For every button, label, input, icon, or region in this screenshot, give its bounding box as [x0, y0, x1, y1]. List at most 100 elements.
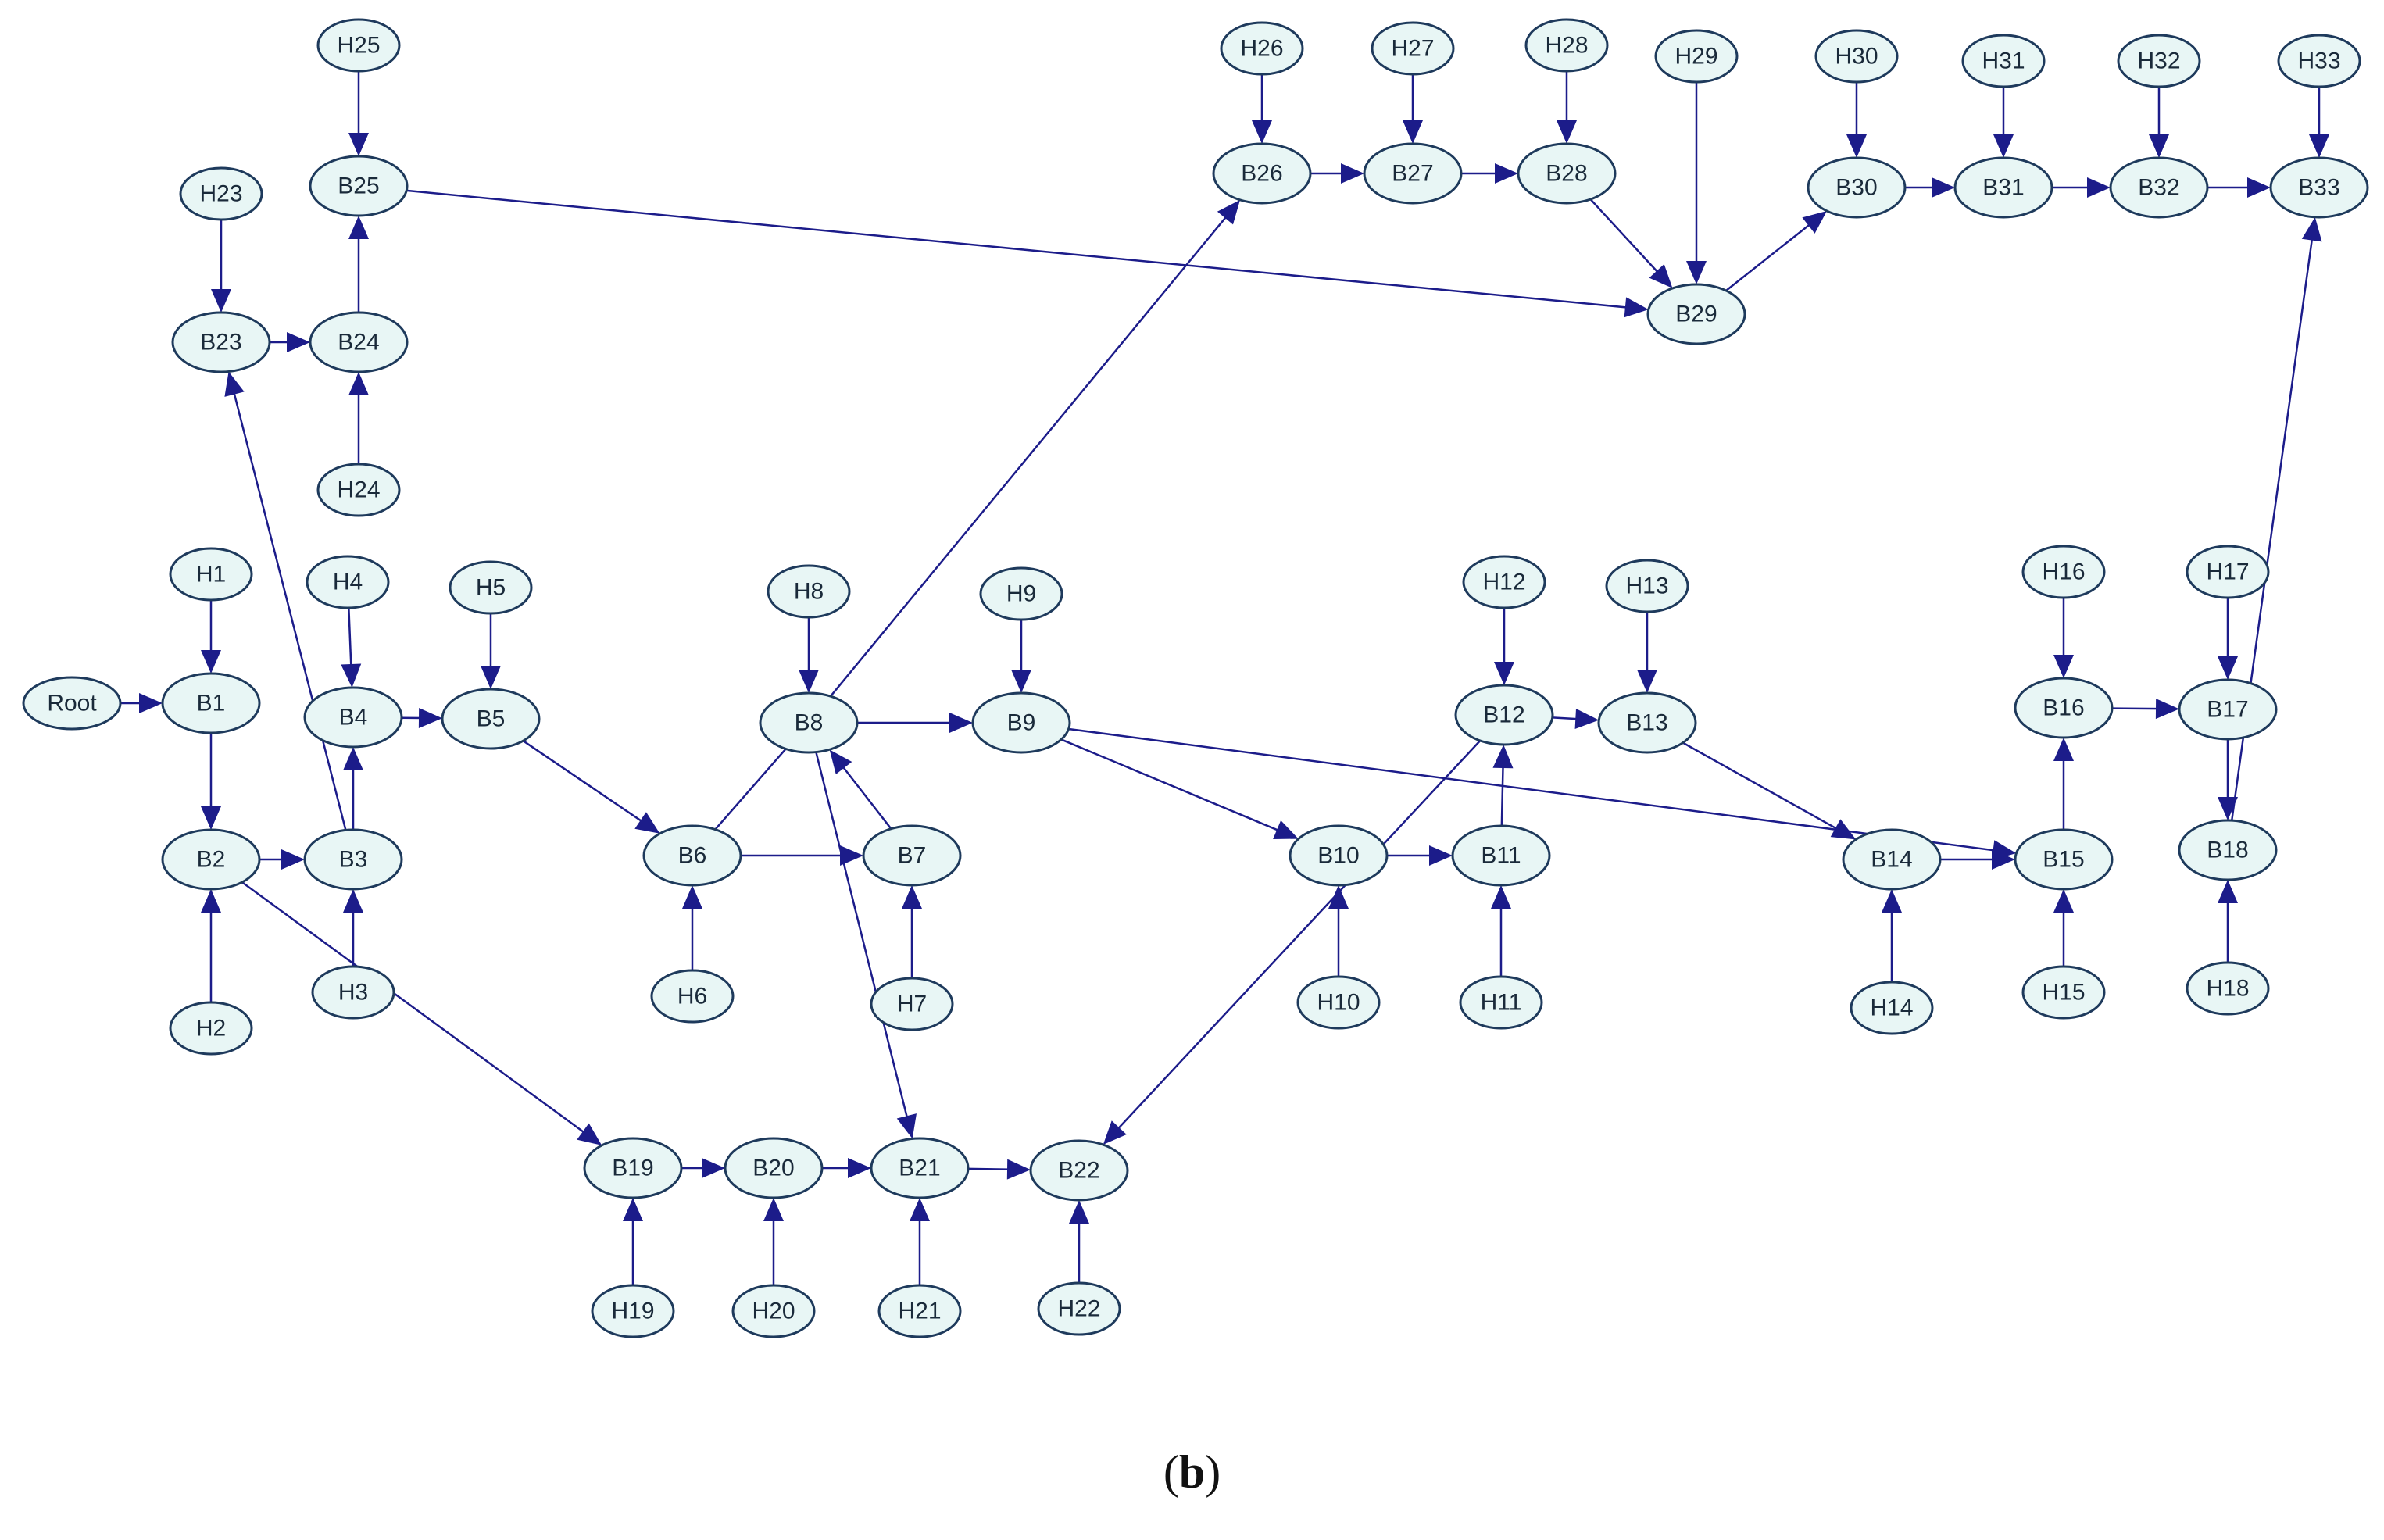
- node-label: H25: [337, 33, 380, 59]
- arrowhead-icon: [902, 885, 922, 909]
- arrowhead-icon: [577, 1123, 602, 1145]
- node-label: H28: [1545, 33, 1588, 59]
- node-label: H11: [1481, 990, 1522, 1016]
- node-label: H17: [2206, 559, 2249, 585]
- edge-b12-b13: [1552, 709, 1599, 729]
- edge-b8-b26: [830, 199, 1241, 697]
- node-b7: B7: [862, 824, 962, 887]
- edge-h2-b2: [201, 889, 221, 1002]
- node-ellipse: [877, 1284, 962, 1338]
- arrowhead-icon: [418, 707, 443, 728]
- node-label: H5: [476, 575, 506, 601]
- edge-line: [830, 213, 1229, 697]
- node-h19: H19: [591, 1284, 675, 1338]
- node-label: B8: [795, 710, 824, 736]
- arrowhead-icon: [1217, 199, 1241, 225]
- node-label: H31: [1982, 48, 2025, 74]
- node-ellipse: [2014, 677, 2114, 739]
- node-ellipse: [316, 463, 401, 517]
- node-label: B3: [339, 847, 368, 873]
- node-label: H8: [794, 579, 824, 605]
- edge-b6-b7: [741, 845, 863, 866]
- node-label: B28: [1546, 161, 1587, 187]
- edge-b21-b22: [967, 1159, 1031, 1180]
- node-h7: H7: [870, 977, 954, 1031]
- edge-b31-b32: [2052, 177, 2111, 198]
- edge-root-b1: [120, 693, 163, 713]
- arrowhead-icon: [623, 1198, 643, 1221]
- node-label: H33: [2297, 48, 2340, 74]
- arrowhead-icon: [1069, 1200, 1089, 1224]
- node-h4: H4: [306, 555, 390, 609]
- node-b4: B4: [303, 686, 403, 749]
- node-ellipse: [979, 566, 1063, 621]
- node-label: B12: [1483, 702, 1524, 728]
- node-ellipse: [161, 672, 261, 734]
- edge-h6-b6: [682, 885, 702, 970]
- arrowhead-icon: [2053, 655, 2074, 678]
- arrowhead-icon: [2053, 738, 2074, 761]
- edge-b24-b25: [348, 216, 369, 313]
- arrowhead-icon: [341, 663, 362, 688]
- node-ellipse: [449, 560, 533, 615]
- edge-h12-b12: [1494, 608, 1514, 685]
- node-b10: B10: [1289, 824, 1389, 887]
- edge-b27-b28: [1461, 163, 1518, 184]
- node-label: B13: [1626, 710, 1667, 736]
- node-ellipse: [971, 691, 1071, 754]
- node-label: B10: [1317, 843, 1359, 869]
- arrowhead-icon: [1557, 120, 1577, 144]
- arrowhead-icon: [2087, 177, 2111, 198]
- arrowhead-icon: [224, 371, 245, 397]
- arrowhead-icon: [1252, 120, 1272, 144]
- arrowhead-icon: [763, 1198, 784, 1221]
- node-ellipse: [306, 555, 390, 609]
- node-ellipse: [303, 828, 403, 891]
- edge-h25-b25: [348, 71, 369, 156]
- node-ellipse: [1807, 156, 1907, 219]
- node-label: H22: [1057, 1296, 1100, 1322]
- arrowhead-icon: [139, 693, 163, 713]
- caption-close-paren: ): [1205, 1446, 1221, 1498]
- node-label: B9: [1007, 710, 1036, 736]
- arrowhead-icon: [1932, 177, 1955, 198]
- node-h21: H21: [877, 1284, 962, 1338]
- node-ellipse: [161, 828, 261, 891]
- edge-h1-b1: [201, 600, 221, 674]
- node-label: H30: [1835, 44, 1878, 70]
- arrowhead-icon: [682, 885, 702, 909]
- arrowhead-icon: [2301, 216, 2322, 242]
- node-ellipse: [441, 688, 541, 750]
- edge-h11-b11: [1491, 885, 1511, 977]
- arrowhead-icon: [287, 332, 310, 352]
- edge-b12-b22: [1103, 740, 1482, 1145]
- node-b27: B27: [1363, 142, 1463, 205]
- arrowhead-icon: [1492, 744, 1514, 769]
- arrowhead-icon: [840, 845, 863, 866]
- node-h1: H1: [169, 547, 253, 602]
- edge-b8-b9: [857, 713, 973, 733]
- edge-b7-b8: [829, 749, 892, 830]
- arrowhead-icon: [896, 1113, 917, 1139]
- node-label: H16: [2042, 559, 2085, 585]
- edge-line: [1060, 738, 1282, 833]
- arrowhead-icon: [201, 889, 221, 913]
- edge-h18-b18: [2218, 880, 2238, 963]
- edge-h8-b8: [799, 617, 819, 693]
- edge-line: [714, 748, 787, 831]
- node-ellipse: [642, 824, 742, 887]
- node-b32: B32: [2109, 156, 2209, 219]
- arrowhead-icon: [1403, 120, 1423, 144]
- arrowhead-icon: [910, 1198, 930, 1221]
- arrowhead-icon: [343, 747, 363, 770]
- node-b9: B9: [971, 691, 1071, 754]
- node-ellipse: [169, 1001, 253, 1056]
- edge-h21-b21: [910, 1198, 930, 1285]
- arrowhead-icon: [2053, 889, 2074, 913]
- node-label: B33: [2298, 175, 2339, 201]
- arrowhead-icon: [1491, 885, 1511, 909]
- edge-b10-b11: [1387, 845, 1453, 866]
- edge-b25-b29: [406, 189, 1649, 318]
- node-label: H27: [1391, 36, 1434, 62]
- node-b26: B26: [1212, 142, 1312, 205]
